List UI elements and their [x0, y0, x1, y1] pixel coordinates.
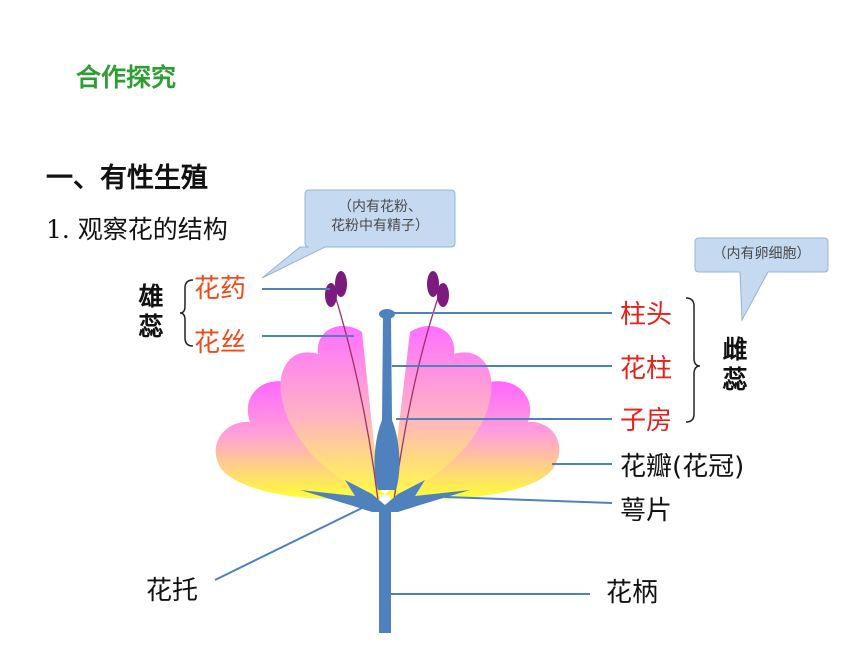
anther-note-line2: 花粉中有精子） — [331, 218, 429, 234]
page-title: 合作探究 — [76, 63, 177, 92]
sepal-label: 萼片 — [620, 496, 673, 526]
pistil-label: 雌蕊 — [722, 335, 748, 394]
style-label: 花柱 — [620, 354, 673, 384]
receptacle-label: 花托 — [146, 576, 199, 606]
pointer-lines — [214, 288, 613, 595]
stamen-label: 雄蕊 — [138, 282, 164, 341]
braces — [179, 279, 701, 423]
petal-label: 花瓣(花冠) — [620, 452, 745, 482]
section-heading: 一、有性生殖 — [46, 163, 208, 194]
ovary-label: 子房 — [620, 406, 673, 436]
pedicel-label: 花柄 — [606, 578, 659, 608]
stigma-label: 柱头 — [620, 300, 673, 330]
anther-label: 花药 — [194, 274, 247, 304]
filament-label: 花丝 — [194, 328, 247, 358]
pistil-and-stem — [300, 309, 470, 633]
ovary-note-callout — [694, 237, 829, 322]
subsection-heading: 1. 观察花的结构 — [46, 215, 228, 244]
anther-note-text: （内有花粉、 花粉中有精子） — [305, 198, 455, 236]
ovary-note-text: （内有卵细胞） — [712, 246, 811, 262]
anther-note-line1: （内有花粉、 — [338, 199, 422, 215]
anthers — [325, 271, 449, 307]
anther-note-callout — [261, 189, 456, 279]
